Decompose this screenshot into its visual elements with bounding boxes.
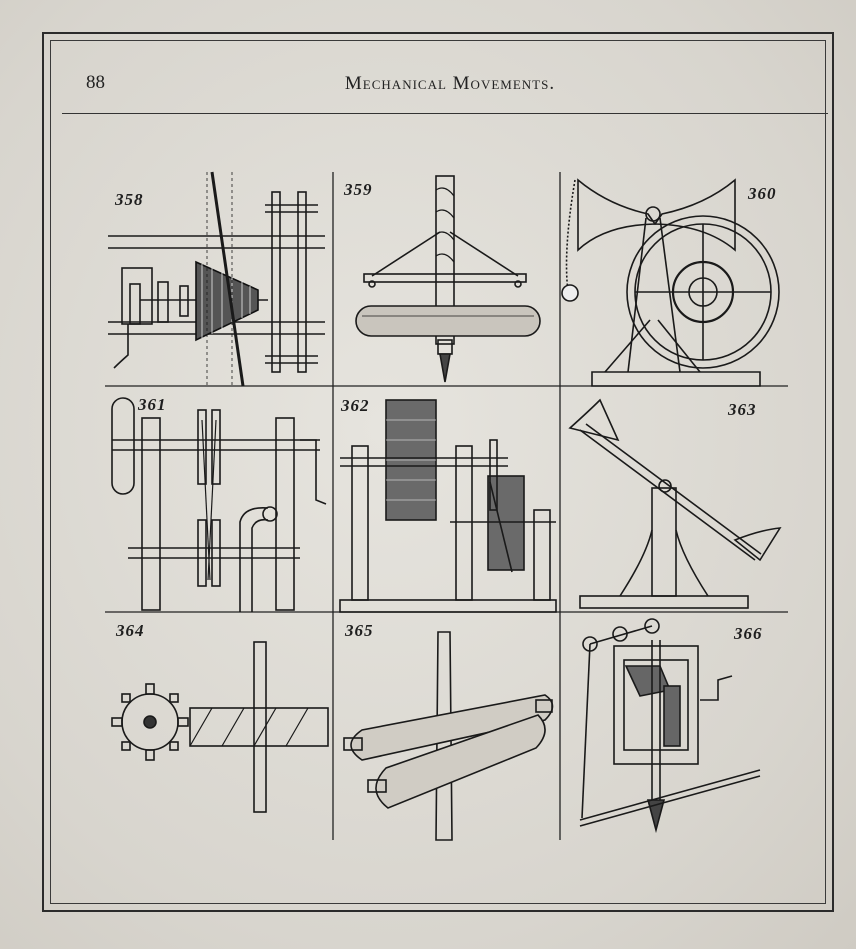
page-inner-border <box>50 40 826 904</box>
figure-362-drawing <box>339 399 557 613</box>
page-number: 88 <box>86 72 105 93</box>
running-head: Mechanical Movements. <box>344 73 556 94</box>
figure-label-359: 359 <box>344 180 373 199</box>
figure-label-365: 365 <box>345 621 374 640</box>
figure-360-drawing <box>561 178 780 387</box>
figure-label-363: 363 <box>728 400 757 419</box>
figure-label-361: 361 <box>138 395 167 414</box>
figure-364-drawing <box>111 641 329 813</box>
figure-363-drawing <box>568 398 782 609</box>
figure-366-drawing <box>579 618 761 834</box>
figure-label-358: 358 <box>115 190 144 209</box>
figure-359-drawing <box>355 175 541 383</box>
figure-365-drawing <box>343 631 554 841</box>
header-rule <box>62 113 828 114</box>
figure-label-362: 362 <box>341 396 370 415</box>
figure-label-360: 360 <box>748 184 777 203</box>
figure-361-drawing <box>111 397 327 612</box>
figure-label-366: 366 <box>734 624 763 643</box>
figure-label-364: 364 <box>116 621 145 640</box>
figure-358-drawing <box>108 171 325 387</box>
page-outer-border <box>42 32 834 912</box>
